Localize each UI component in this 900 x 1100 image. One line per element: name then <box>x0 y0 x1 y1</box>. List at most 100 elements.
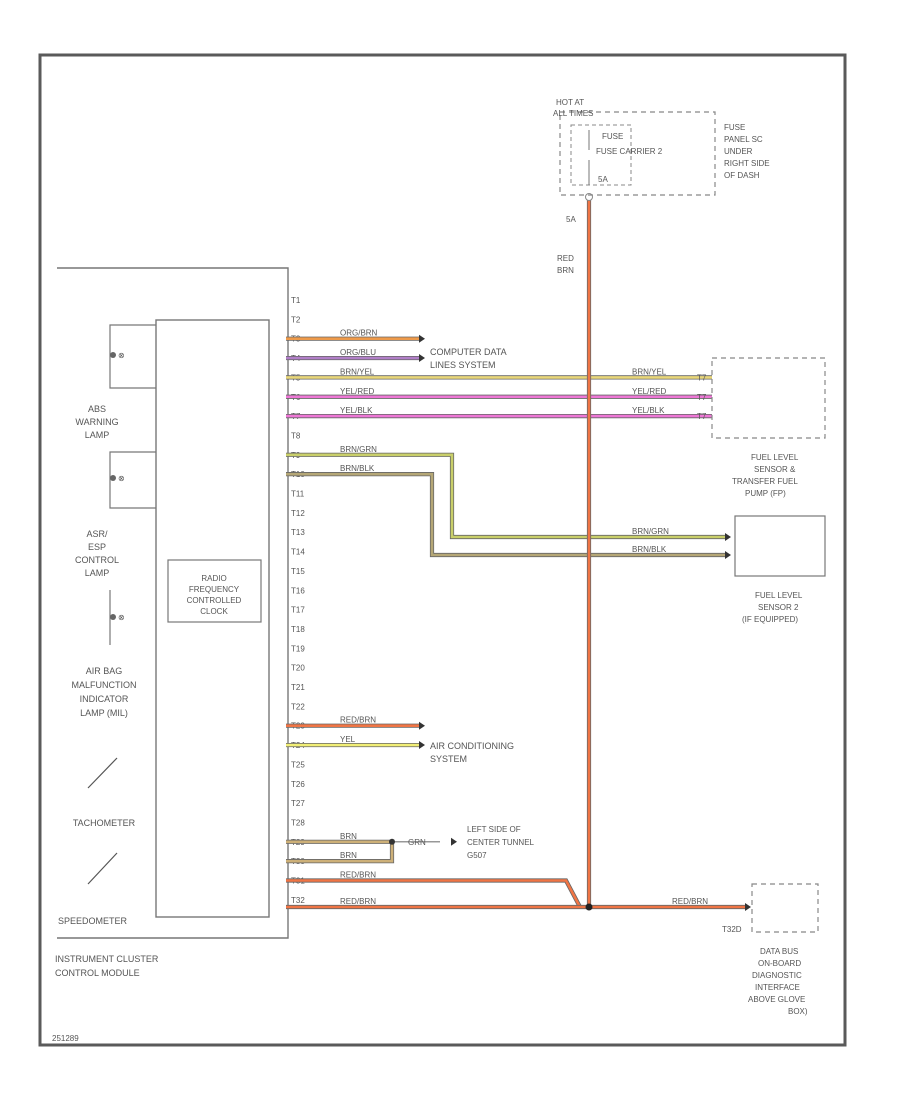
speedometer-icon <box>87 852 118 885</box>
pin-label: T32 <box>291 896 305 905</box>
fuse-feed-label-2: BRN <box>557 266 574 275</box>
pin-label: T1 <box>291 296 301 305</box>
rf-clock-line-3: CONTROLLED <box>187 596 242 605</box>
airbag-label-2: MALFUNCTION <box>72 680 137 690</box>
pin-label: T20 <box>291 664 305 673</box>
abs-lamp-loop <box>109 324 156 389</box>
dlc-label-3: DIAGNOSTIC <box>752 971 802 980</box>
fuel-sensor-2-box <box>734 515 826 577</box>
wire-label-t10: BRN/BLK <box>340 464 375 473</box>
svg-text:⊗: ⊗ <box>118 351 125 360</box>
wire-t10-casing <box>286 472 725 558</box>
speedometer-label: SPEEDOMETER <box>58 916 128 926</box>
ground-line-3: G507 <box>467 851 487 860</box>
pin-label: T19 <box>291 644 305 653</box>
connector-pins: T1T2T3T4T5T6T7T8T9T10T11T12T13T14T15T16T… <box>291 296 305 905</box>
pin-label: T15 <box>291 567 305 576</box>
fuel1-pin: T7 <box>697 412 707 421</box>
wire-label-t31: RED/BRN <box>340 871 376 880</box>
wire-label-t23: RED/BRN <box>340 716 376 725</box>
pin-label: T22 <box>291 702 305 711</box>
dlc-label-4: INTERFACE <box>755 983 800 992</box>
pin-label: T27 <box>291 799 305 808</box>
fuse-name: FUSE <box>602 132 623 141</box>
svg-text:⊗: ⊗ <box>118 613 125 622</box>
airbag-lamp-icon <box>110 614 116 620</box>
ac-line-1: AIR CONDITIONING <box>430 741 514 751</box>
fuel2-label-1: FUEL LEVEL <box>755 591 803 600</box>
pin-label: T11 <box>291 490 305 499</box>
wire-label-t3: ORG/BRN <box>340 329 378 338</box>
wire-t31-casing <box>286 878 582 908</box>
pin-label: T25 <box>291 760 305 769</box>
dlc-connector: T32D <box>722 925 742 934</box>
fuel1-label-1: FUEL LEVEL <box>751 453 799 462</box>
hot-at-line-1: HOT AT <box>556 98 584 107</box>
instrument-cluster-outline <box>57 267 289 939</box>
abs-lamp-label-2: WARNING <box>75 417 118 427</box>
dlc-label-6: BOX) <box>788 1007 808 1016</box>
wire-label-fuel2-b: BRN/BLK <box>632 545 667 554</box>
airbag-label-3: INDICATOR <box>80 694 129 704</box>
tachometer-label: TACHOMETER <box>73 818 136 828</box>
computer-data-line-1: COMPUTER DATA <box>430 347 507 357</box>
wire-label-t5: BRN/YEL <box>340 367 375 376</box>
fuse-panel-1: FUSE <box>724 123 745 132</box>
pin-label: T17 <box>291 606 305 615</box>
fuel1-pin: T7 <box>697 393 707 402</box>
fuel2-label-2: SENSOR 2 <box>758 603 799 612</box>
wire-label-t32: RED/BRN <box>340 897 376 906</box>
fuel1-label-3: TRANSFER FUEL <box>732 477 798 486</box>
wire-label-t29: BRN <box>340 832 357 841</box>
wire-label-fuel1-a: BRN/YEL <box>632 367 667 376</box>
svg-text:⊗: ⊗ <box>118 474 125 483</box>
ground-line-1: LEFT SIDE OF <box>467 825 521 834</box>
fuse-terminal <box>585 193 593 201</box>
abs-lamp-icon <box>110 352 116 358</box>
pin-label: T26 <box>291 780 305 789</box>
module-label-1: INSTRUMENT CLUSTER <box>55 954 159 964</box>
fuse-panel-5: OF DASH <box>724 171 760 180</box>
rf-clock-line-1: RADIO <box>201 574 226 583</box>
wire-label-fuel1-b: YEL/RED <box>632 387 666 396</box>
wire-label-fuel1-c: YEL/BLK <box>632 406 665 415</box>
rf-clock-line-2: FREQUENCY <box>189 585 240 594</box>
asr-lamp-label-1: ASR/ <box>86 529 108 539</box>
ac-line-2: SYSTEM <box>430 754 467 764</box>
pin-label: T18 <box>291 625 305 634</box>
arrow-fuel2-b <box>725 551 731 559</box>
asr-lamp-label-3: CONTROL <box>75 555 119 565</box>
arrow-t24 <box>419 741 425 750</box>
wire-label-t9: BRN/GRN <box>340 445 377 454</box>
dlc-label-5: ABOVE GLOVE <box>748 995 805 1004</box>
computer-data-line-2: LINES SYSTEM <box>430 360 496 370</box>
wire-label-t24: YEL <box>340 735 356 744</box>
hot-at-line-2: ALL TIMES <box>553 109 593 118</box>
pin-label: T21 <box>291 683 305 692</box>
diagram-id: 251289 <box>52 1034 79 1043</box>
asr-lamp-loop <box>109 451 156 509</box>
abs-lamp-label-3: LAMP <box>85 430 110 440</box>
fuel1-label-2: SENSOR & <box>754 465 796 474</box>
wire-label-fuel2-a: BRN/GRN <box>632 527 669 536</box>
rf-clock-box <box>167 559 262 623</box>
fuel2-label-3: (IF EQUIPPED) <box>742 615 798 624</box>
diagram-frame <box>38 53 847 1047</box>
asr-lamp-icon <box>110 475 116 481</box>
ground-line-2: CENTER TUNNEL <box>467 838 535 847</box>
splice-dot <box>389 838 395 845</box>
pin-label: T8 <box>291 431 301 440</box>
wire-label-dlc: RED/BRN <box>672 897 708 906</box>
fuse-panel-2: PANEL SC <box>724 135 763 144</box>
arrow-t4 <box>419 354 425 363</box>
pin-label: T12 <box>291 509 305 518</box>
pin-label: T28 <box>291 818 305 827</box>
dlc-label-1: DATA BUS <box>760 947 798 956</box>
fuse-feed-label-1: RED <box>557 254 574 263</box>
pin-label: T16 <box>291 586 305 595</box>
fuse-carrier-box <box>570 124 632 186</box>
fuel1-label-4: PUMP (FP) <box>745 489 786 498</box>
arrow-dlc <box>745 903 751 911</box>
fuse-carrier-label: FUSE CARRIER 2 <box>596 147 663 156</box>
